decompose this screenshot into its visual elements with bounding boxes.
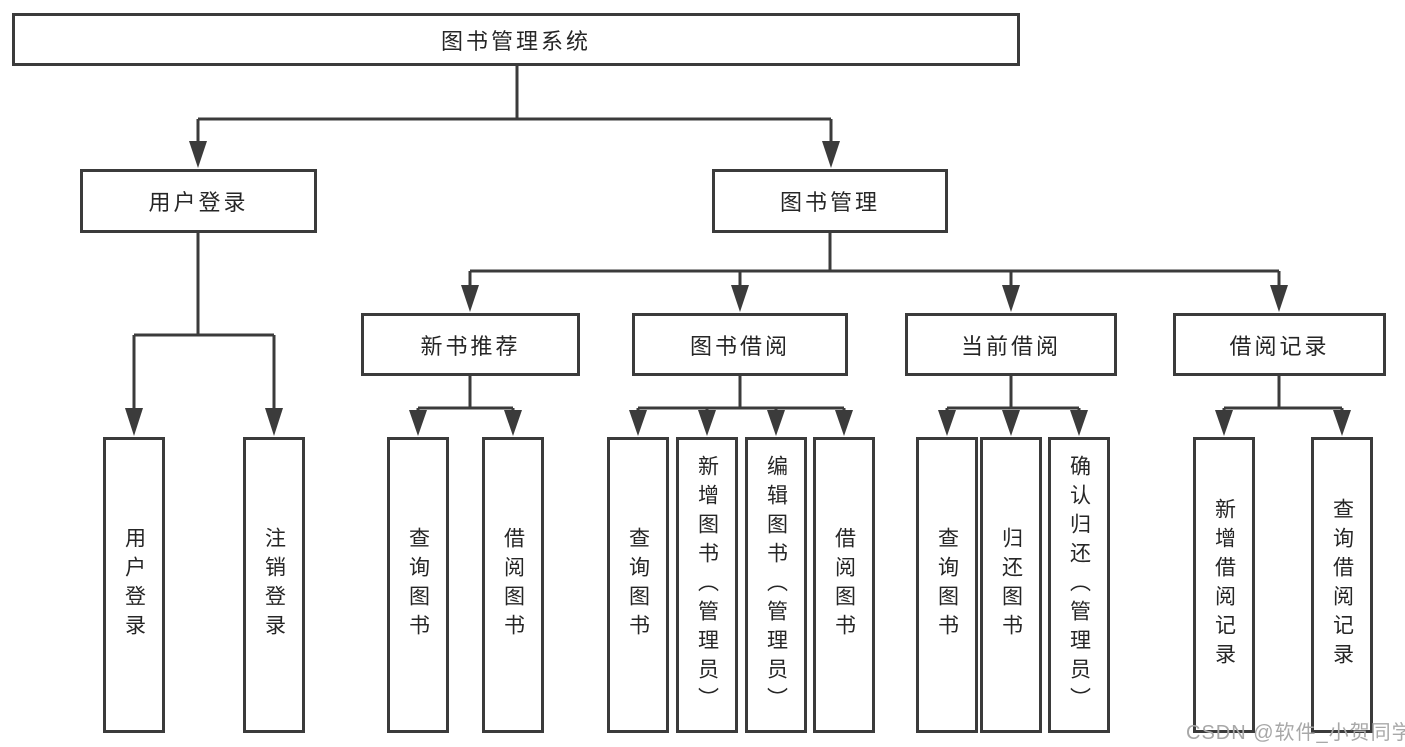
node-label: 图书管理系统 xyxy=(440,28,591,54)
leaf-query-books-recommend: 查询图书 xyxy=(387,437,449,733)
connector-book-management-children xyxy=(461,233,1288,312)
node-label: 用户登录 xyxy=(148,190,249,215)
node-label: 新增借阅记录 xyxy=(1212,498,1236,672)
connector-borrow-records-children xyxy=(1215,376,1351,436)
leaf-add-borrow-record: 新增借阅记录 xyxy=(1193,437,1255,733)
node-current-borrow: 当前借阅 xyxy=(905,313,1117,376)
node-label: 用户登录 xyxy=(122,527,146,643)
node-label: 新书推荐 xyxy=(420,333,521,359)
node-label: 新增图书（管理员） xyxy=(695,454,719,716)
node-label: 查询图书 xyxy=(935,527,959,643)
node-label: 确认归还（管理员） xyxy=(1067,454,1091,716)
connector-new-books-children xyxy=(409,376,522,436)
node-book-borrow: 图书借阅 xyxy=(632,313,848,376)
connector-root-to-level2 xyxy=(189,66,840,168)
node-label: 归还图书 xyxy=(999,527,1023,643)
node-label: 查询图书 xyxy=(626,527,650,643)
node-label: 查询图书 xyxy=(406,527,430,643)
leaf-edit-books-admin: 编辑图书（管理员） xyxy=(745,437,807,733)
leaf-borrow-books: 借阅图书 xyxy=(813,437,875,733)
leaf-confirm-return-admin: 确认归还（管理员） xyxy=(1048,437,1110,733)
node-label: 借阅图书 xyxy=(501,527,525,643)
node-label: 查询借阅记录 xyxy=(1330,498,1354,672)
csdn-watermark: CSDN @软件_小贺同学 xyxy=(1186,722,1405,744)
node-library-management-system: 图书管理系统 xyxy=(12,13,1020,66)
connector-user-login-children xyxy=(125,233,283,436)
node-label: 图书借阅 xyxy=(689,333,790,359)
leaf-return-books: 归还图书 xyxy=(980,437,1042,733)
leaf-query-books-borrow: 查询图书 xyxy=(607,437,669,733)
leaf-query-books-current: 查询图书 xyxy=(916,437,978,733)
leaf-query-borrow-record: 查询借阅记录 xyxy=(1311,437,1373,733)
connector-book-borrow-children xyxy=(629,376,853,436)
node-label: 当前借阅 xyxy=(960,333,1061,359)
node-label: 图书管理 xyxy=(779,190,880,215)
node-borrow-records: 借阅记录 xyxy=(1173,313,1386,376)
connector-current-borrow-children xyxy=(938,376,1088,436)
node-user-login: 用户登录 xyxy=(80,169,317,233)
node-label: 借阅图书 xyxy=(832,527,856,643)
node-label: 借阅记录 xyxy=(1229,333,1330,359)
leaf-user-login: 用户登录 xyxy=(103,437,165,733)
leaf-add-books-admin: 新增图书（管理员） xyxy=(676,437,738,733)
leaf-logout: 注销登录 xyxy=(243,437,305,733)
node-book-management: 图书管理 xyxy=(712,169,948,233)
node-label: 注销登录 xyxy=(262,527,286,643)
leaf-borrow-books-recommend: 借阅图书 xyxy=(482,437,544,733)
node-new-book-recommend: 新书推荐 xyxy=(361,313,580,376)
node-label: 编辑图书（管理员） xyxy=(764,454,788,716)
